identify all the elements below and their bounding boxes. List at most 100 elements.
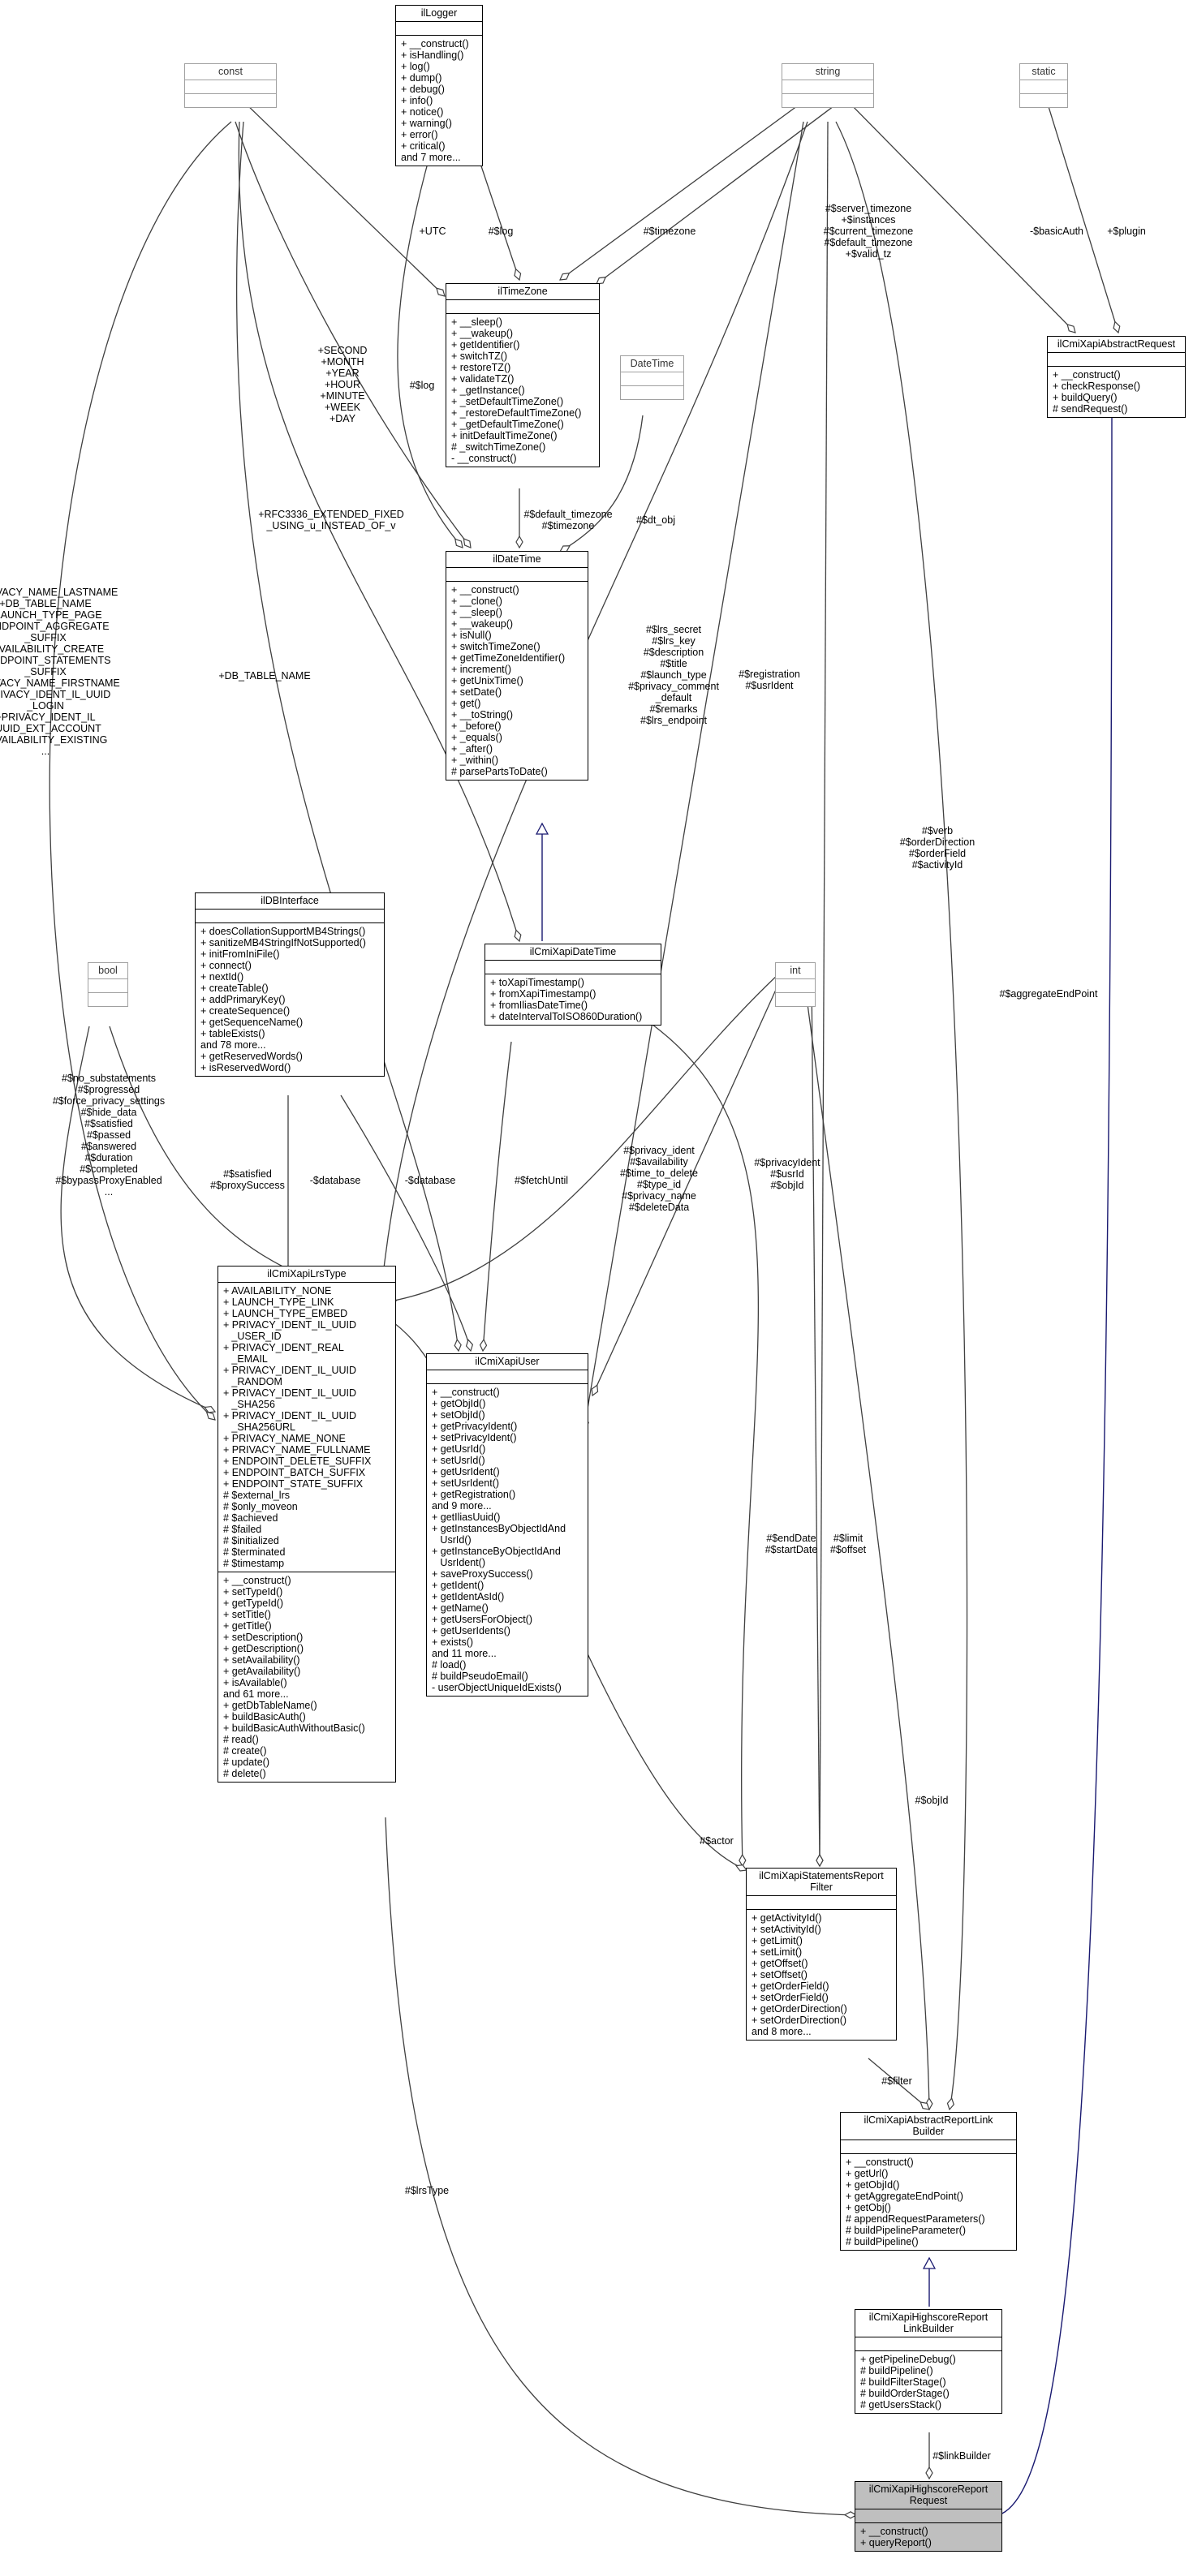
class-DateTime[interactable]: DateTime [620,355,684,400]
class-method: + isNull() [451,630,492,641]
edge-label-obj-id: #$objId [915,1795,949,1806]
class-static[interactable]: static [1019,63,1068,108]
class-title: ilLogger [396,6,482,22]
class-ilDBInterface[interactable]: ilDBInterface+ doesCollationSupportMB4St… [195,892,385,1077]
edge-static-request [1046,101,1118,333]
class-method: # update() [223,1757,269,1768]
attributes-section [196,910,384,923]
class-method: + setPrivacyIdent() [432,1432,517,1443]
edge-const-datetime [235,121,471,548]
class-title: ilCmiXapiDateTime [485,944,661,961]
class-method: + getDbTableName() [223,1700,317,1711]
class-method: + getTitle() [223,1620,272,1632]
class-method: + setObjId() [432,1409,485,1421]
class-method: + getLimit() [752,1935,803,1946]
edge-int-user [592,973,784,1396]
edge-inherit-request [997,387,1112,2516]
class-bool[interactable]: bool [88,962,128,1007]
class-title: ilCmiXapiLrsType [218,1266,395,1283]
class-method: - __construct() [451,453,517,464]
class-title: ilCmiXapiAbstractReportLink Builder [841,2113,1016,2140]
edge-label-verb: #$verb #$orderDirection #$orderField #$a… [899,825,976,871]
class-method: + __construct() [860,2526,928,2537]
class-method: + buildBasicAuth() [223,1711,306,1722]
class-method: + setUsrId() [432,1455,485,1466]
class-ilCmiXapiHighscoreReportLinkBuilder[interactable]: ilCmiXapiHighscoreReport LinkBuilder+ ge… [855,2309,1002,2414]
class-method: + getTimeZoneIdentifier() [451,652,566,664]
class-ilCmiXapiAbstractRequest[interactable]: ilCmiXapiAbstractRequest+ __construct()+… [1047,336,1186,418]
class-method: # appendRequestParameters() [846,2213,985,2225]
class-method: # load() [432,1659,467,1671]
attributes-section [185,80,276,94]
class-title: ilCmiXapiHighscoreReport LinkBuilder [855,2310,1001,2337]
class-method: + switchTimeZone() [451,641,541,652]
class-method: + getIdent() [432,1580,485,1591]
class-method: + getPrivacyIdent() [432,1421,518,1432]
class-method: + getName() [432,1602,489,1614]
edge-lrs-request [385,1817,856,2515]
class-method: + setLimit() [752,1946,803,1958]
edge-label-date-consts: +SECOND +MONTH +YEAR +HOUR +MINUTE +WEEK… [317,345,368,424]
class-ilCmiXapiLrsType[interactable]: ilCmiXapiLrsType+ AVAILABILITY_NONE+ LAU… [217,1266,396,1783]
attributes-section [446,300,599,314]
class-method: + buildQuery() [1053,392,1118,403]
class-ilCmiXapiHighscoreReportRequest[interactable]: ilCmiXapiHighscoreReport Request+ __cons… [855,2481,1002,2552]
class-method: + isHandling() [401,49,464,61]
class-ilLogger[interactable]: ilLogger + __construct()+ isHandling()+ l… [395,5,483,166]
edge-const-xapidatetime [238,121,519,941]
class-method: + getUsrId() [432,1443,486,1455]
attributes-section [841,2140,1016,2154]
class-method: + setOrderDirection() [752,2015,847,2026]
class-int[interactable]: int [775,962,816,1007]
class-ilCmiXapiDateTime[interactable]: ilCmiXapiDateTime+ toXapiTimestamp()+ fr… [485,944,661,1026]
class-method: + __construct() [223,1575,291,1586]
edge-label-lrs-type: #$lrsType [404,2185,450,2196]
class-ilCmiXapiAbstractReportLinkBuilder[interactable]: ilCmiXapiAbstractReportLink Builder + __c… [840,2112,1017,2251]
edge-label-db-table-name: +DB_TABLE_NAME [218,670,311,682]
edge-string-timezone-2 [596,101,841,284]
edge-logger-datetime [397,139,463,548]
edge-label-plugin: +$plugin [1107,226,1146,237]
class-string[interactable]: string [782,63,874,108]
class-method: + notice() [401,106,444,118]
class-ilDateTime[interactable]: ilDateTime+ __construct()+ __clone()+ __… [446,551,588,781]
edge-label-aggregate: #$aggregateEndPoint [999,988,1098,1000]
attributes-section [621,372,683,386]
edge-label-actor: #$actor [700,1835,734,1847]
methods-section: + __sleep()+ __wakeup()+ getIdentifier()… [446,314,599,467]
class-method: # create() [223,1745,267,1757]
class-method: + __construct() [846,2157,914,2168]
class-method: + getActivityId() [752,1912,822,1924]
class-method: + getAvailability() [223,1666,301,1677]
methods-section: + __construct()+ getObjId()+ setObjId()+… [427,1384,588,1696]
edge-label-rfc: +RFC3336_EXTENDED_FIXED _USING_u_INSTEAD… [258,509,404,531]
class-method: + getInstanceByObjectIdAnd [432,1546,561,1557]
methods-section: + getActivityId()+ setActivityId()+ getL… [747,1910,896,2040]
class-method: + createTable() [200,983,269,994]
class-const[interactable]: const [184,63,277,108]
class-ilTimeZone[interactable]: ilTimeZone+ __sleep()+ __wakeup()+ getId… [446,283,600,467]
class-attribute: _RANDOM [223,1376,282,1387]
class-attribute: + AVAILABILITY_NONE [223,1285,332,1297]
class-method: # buildOrderStage() [860,2388,950,2399]
class-attribute: _SHA256 [223,1399,275,1410]
class-method: # _switchTimeZone() [451,441,546,453]
edge-string-request [843,97,1075,333]
methods-section: + __construct()+ isHandling()+ log()+ du… [396,36,482,166]
class-method: + _equals() [451,732,502,743]
class-method: # getUsersStack() [860,2399,942,2410]
class-method: + _setDefaultTimeZone() [451,396,564,407]
class-title: ilCmiXapiUser [427,1354,588,1370]
class-method: + checkResponse() [1053,381,1141,392]
methods-section: + __construct()+ getUrl()+ getObjId()+ g… [841,2154,1016,2250]
class-method: + initFromIniFile() [200,948,280,960]
class-ilCmiXapiUser[interactable]: ilCmiXapiUser + __construct()+ getObjId()… [426,1353,588,1697]
class-method: + initDefaultTimeZone() [451,430,558,441]
class-method: + setTitle() [223,1609,271,1620]
methods-section: + __construct()+ queryReport() [855,2523,1001,2551]
class-method: and 78 more... [200,1039,266,1051]
class-method: + _within() [451,755,499,766]
class-attribute: # $achieved [223,1512,278,1524]
class-method: + _getInstance() [451,385,525,396]
class-ilCmiXapiStatementsReportFilter[interactable]: ilCmiXapiStatementsReport Filter+ getAct… [746,1868,897,2041]
